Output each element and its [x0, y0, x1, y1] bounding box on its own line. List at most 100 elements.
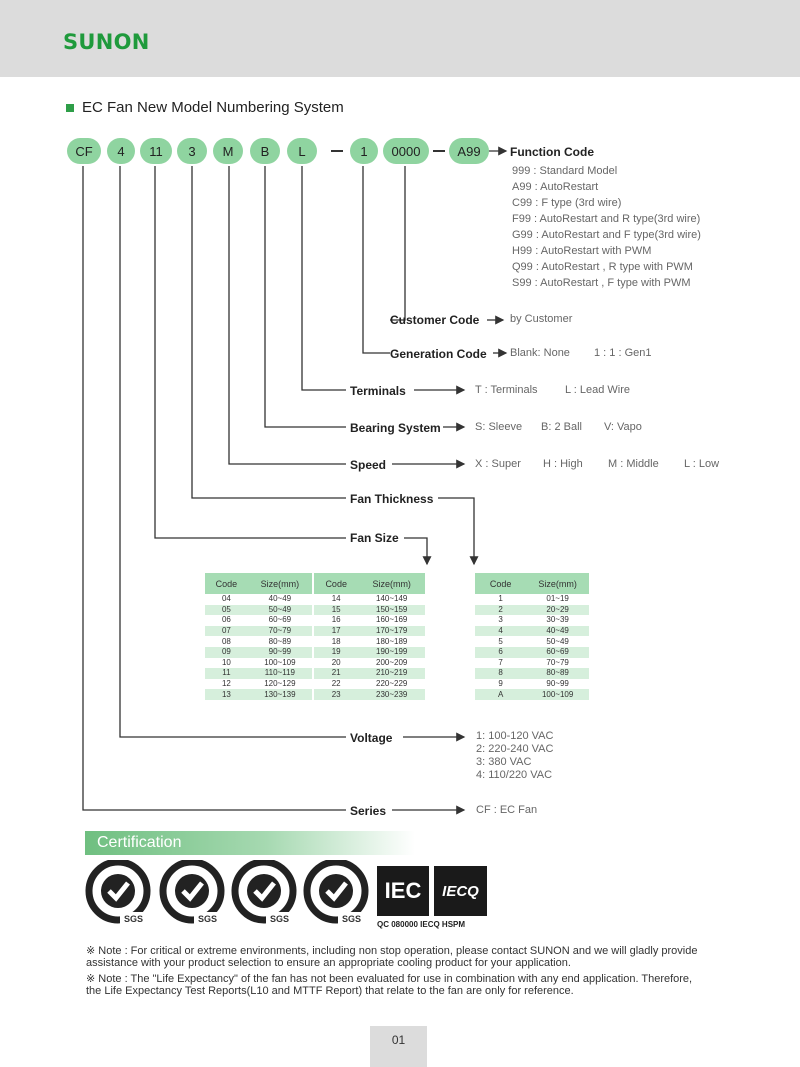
table-cell: 06	[221, 615, 231, 625]
function-code-line: C99 : F type (3rd wire)	[512, 197, 622, 209]
table-row: 16 160~169	[314, 615, 425, 626]
table-cell: 80~89	[268, 636, 292, 646]
table-cell: 60~69	[268, 615, 292, 625]
table-cell: 60~69	[526, 646, 589, 658]
iec-logo: IEC	[377, 866, 429, 916]
iecq-logo: IECQ	[434, 866, 487, 916]
table-cell: 210~219	[358, 668, 425, 679]
voltage-label: Voltage	[350, 731, 393, 745]
sgs-iatf16949-badge-icon: SGS	[302, 858, 370, 926]
table-cell: 230~239	[358, 689, 425, 700]
terminals-desc: L : Lead Wire	[565, 384, 631, 396]
sgs-iso9001-badge-icon: SGS	[84, 858, 152, 926]
speed-desc: M : Middle	[608, 458, 659, 470]
code-pill-size: 11	[140, 138, 172, 164]
certification-title: Certification	[97, 834, 182, 851]
fan-size-label: Fan Size	[350, 531, 399, 545]
code-pill-thickness: 3	[177, 138, 207, 164]
table-cell: 07	[205, 625, 248, 637]
table-cell: 130~139	[247, 689, 312, 700]
voltage-option: 1: 100-120 VAC	[476, 730, 554, 742]
table-cell: 70~79	[546, 657, 569, 667]
voltage-option: 2: 220-240 VAC	[476, 743, 554, 755]
code-pill-customer: 0000	[383, 138, 429, 164]
generation-code-desc: Blank: None	[510, 347, 570, 359]
table-cell: 2	[475, 604, 527, 616]
table-cell: 170~179	[358, 625, 425, 637]
sgs-iso14001-badge-icon: SGS	[158, 858, 226, 926]
code-pill-bearing: B	[250, 138, 280, 164]
table-cell: 04	[221, 594, 231, 604]
note-critical-environments: ※ Note : For critical or extreme environ…	[86, 945, 698, 969]
function-code-line: Q99 : AutoRestart , R type with PWM	[512, 261, 693, 273]
generation-code-desc: 1 : 1 : Gen1	[594, 347, 652, 359]
table-header: Code	[205, 573, 248, 594]
table-cell: 160~169	[376, 615, 408, 625]
code-pill-function: A99	[449, 138, 489, 164]
voltage-option: 3: 380 VAC	[476, 756, 532, 768]
table-cell: 20	[331, 657, 341, 667]
code-pill-speed: M	[213, 138, 243, 164]
table-cell: 16	[331, 615, 341, 625]
table-header: Code	[475, 573, 527, 594]
table-cell: 19	[314, 646, 359, 658]
table-cell: 09	[205, 646, 248, 658]
table-cell: 40~49	[526, 625, 589, 637]
table-cell: 17	[314, 625, 359, 637]
page-header	[0, 0, 800, 77]
certification-bar	[85, 831, 415, 855]
function-code-line: H99 : AutoRestart with PWM	[512, 245, 652, 257]
function-code-line: F99 : AutoRestart and R type(3rd wire)	[512, 213, 701, 225]
table-cell: 140~149	[376, 594, 408, 604]
code-pill-voltage: 4	[107, 138, 135, 164]
table-cell: 01~19	[546, 594, 569, 604]
table-cell: 180~189	[376, 636, 408, 646]
page-number: 01	[391, 1033, 406, 1047]
code-pill-generation: 1	[350, 138, 378, 164]
generation-code-label: Generation Code	[390, 347, 487, 361]
table-cell: 6	[475, 646, 527, 658]
section-title-text: EC Fan New Model Numbering System	[82, 99, 344, 116]
table-row: 20 200~209	[314, 658, 425, 669]
table-row: 14 140~149	[314, 594, 425, 605]
customer-code-desc: by Customer	[510, 313, 573, 325]
table-header: Code	[314, 573, 359, 594]
table-cell: 14	[331, 594, 341, 604]
code-separator	[331, 150, 343, 152]
table-cell: 200~209	[376, 657, 408, 667]
table-row: 06 60~69	[205, 615, 312, 626]
page-number-box	[370, 1026, 427, 1067]
bearing-desc: B: 2 Ball	[541, 421, 582, 433]
table-cell: 110~119	[247, 668, 312, 679]
table-cell: 21	[314, 668, 359, 679]
table-cell: 13	[205, 689, 248, 700]
table-cell: A	[475, 689, 527, 700]
speed-desc: X : Super	[475, 458, 521, 470]
series-label: Series	[350, 804, 387, 818]
table-cell: 90~99	[546, 679, 569, 689]
speed-label: Speed	[350, 458, 387, 472]
function-code-label: Function Code	[510, 145, 594, 159]
table-cell: 8	[475, 668, 527, 679]
table-cell: 3	[498, 615, 503, 625]
note-life-expectancy: ※ Note : The "Life Expectancy" of the fa…	[86, 973, 693, 997]
